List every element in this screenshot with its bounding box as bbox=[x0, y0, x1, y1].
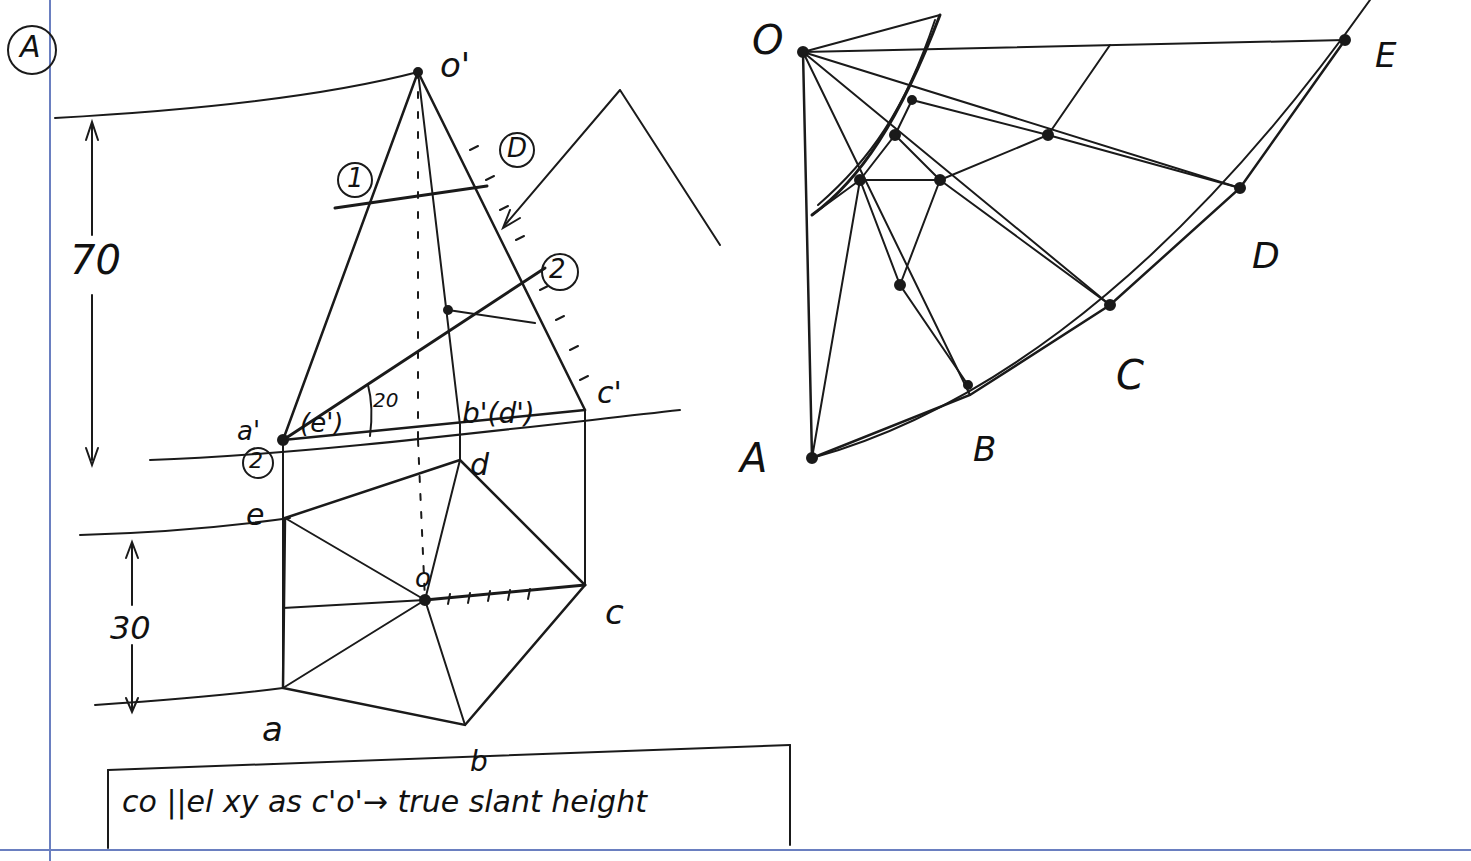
view-label: B bbox=[973, 432, 996, 466]
view-label: 20 bbox=[373, 390, 398, 410]
view-label: A bbox=[740, 438, 767, 478]
view-label: C bbox=[1116, 355, 1144, 395]
view-label: A bbox=[20, 32, 41, 62]
view-label: D bbox=[1252, 238, 1280, 274]
view-label: o bbox=[415, 565, 431, 591]
caption-text: co ||el xy as c'o'→ true slant height bbox=[122, 784, 647, 819]
view-label: c bbox=[605, 595, 624, 629]
view-label: b'(d') bbox=[462, 400, 535, 428]
view-label: 2 bbox=[249, 450, 263, 472]
view-label: 70 bbox=[70, 240, 121, 280]
view-label: d bbox=[470, 450, 489, 480]
view-label: 30 bbox=[110, 612, 151, 644]
view-label: 1 bbox=[347, 165, 364, 191]
view-label: c' bbox=[597, 378, 622, 408]
view-label: O bbox=[752, 20, 783, 60]
view-label: a bbox=[262, 712, 283, 746]
view-label: 2 bbox=[549, 256, 566, 282]
view-label: E bbox=[1375, 38, 1396, 72]
view-label: (e') bbox=[300, 410, 343, 436]
view-label: b bbox=[470, 748, 488, 776]
view-label: D bbox=[507, 135, 527, 161]
caption-box: co ||el xy as c'o'→ true slant height bbox=[114, 772, 655, 831]
view-label: e bbox=[246, 500, 264, 530]
view-label: o' bbox=[440, 48, 470, 82]
view-label: a' bbox=[237, 418, 260, 444]
